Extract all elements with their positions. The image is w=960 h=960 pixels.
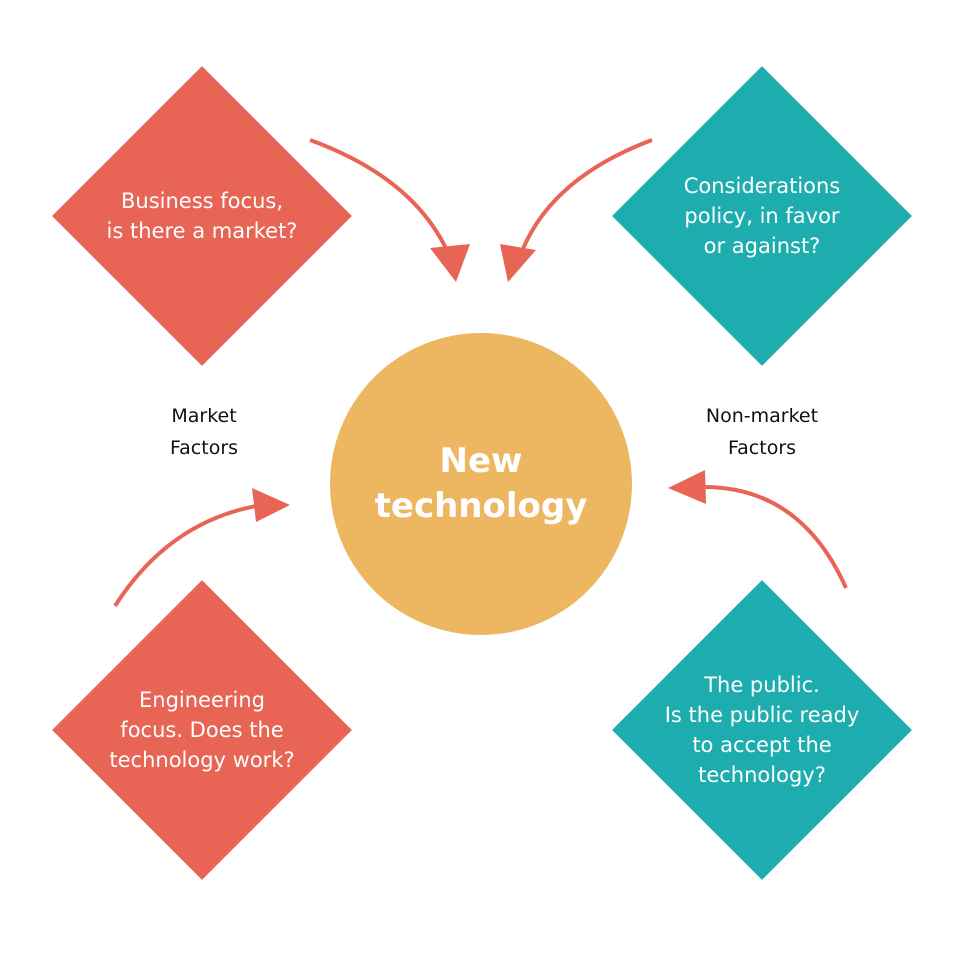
- diamond-engineering-focus: Engineering focus. Does the technology w…: [52, 580, 352, 880]
- new-technology-label: New technology: [374, 441, 588, 526]
- arrow-considerations-to-center: [516, 138, 653, 263]
- public-text: The public. Is the public ready to accep…: [664, 673, 860, 787]
- non-market-factors-label: Non-market Factors: [705, 405, 819, 459]
- business-focus-text: Business focus, is there a market?: [106, 189, 298, 243]
- arrow-business-to-center: [309, 138, 454, 263]
- diamond-considerations: Considerations policy, in favor or again…: [612, 66, 912, 366]
- arrowhead-public: [668, 470, 706, 504]
- diamond-business-focus: Business focus, is there a market?: [52, 66, 352, 366]
- arrow-engineering-to-center: [113, 503, 263, 608]
- market-factors-label: Market Factors: [169, 405, 239, 459]
- arrow-public-to-center: [699, 484, 848, 589]
- arrowhead-considerations: [500, 244, 536, 282]
- considerations-text: Considerations policy, in favor or again…: [683, 174, 841, 258]
- arrowhead-engineering: [252, 488, 290, 522]
- new-technology-circle: New technology: [330, 333, 632, 635]
- engineering-focus-text: Engineering focus. Does the technology w…: [109, 688, 295, 772]
- diamond-public: The public. Is the public ready to accep…: [612, 580, 912, 880]
- arrowhead-business: [430, 244, 470, 282]
